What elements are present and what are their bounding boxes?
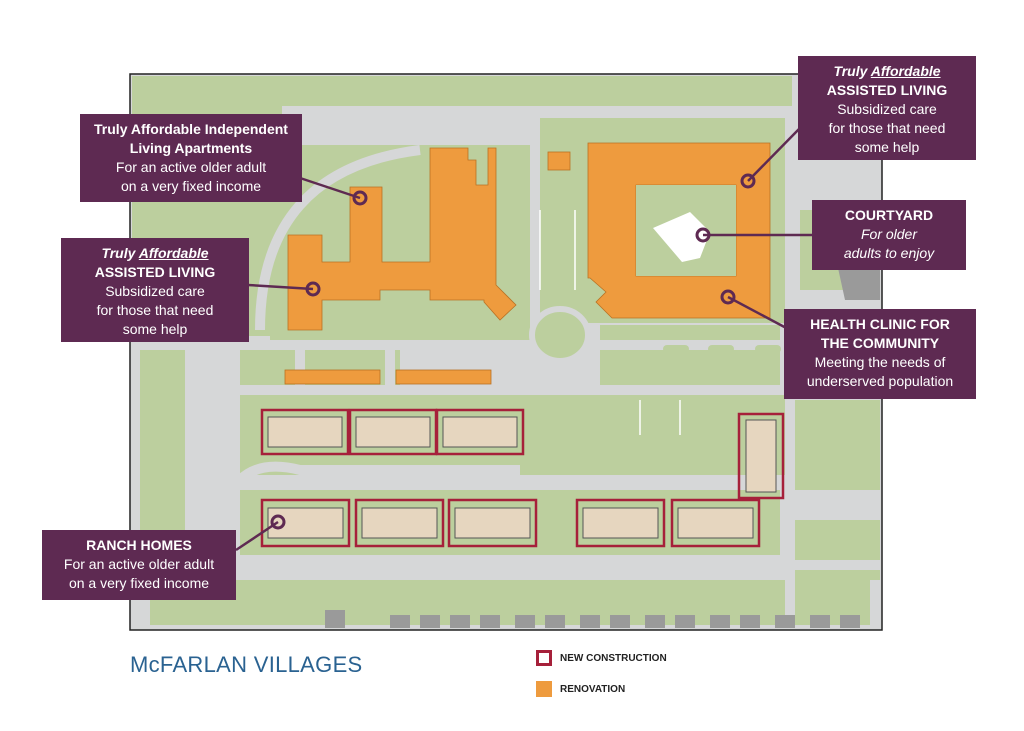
ranch-home [670, 498, 761, 548]
legend-new-construction-swatch [536, 650, 552, 666]
legend-renovation: RENOVATION [536, 681, 625, 697]
ranch-home [435, 408, 525, 456]
callout-clinic-line2: underserved population [806, 373, 954, 389]
callout-ranch-homes: RANCH HOMES For an active older adult on… [42, 530, 236, 600]
ranch-home [575, 498, 666, 548]
callout-assisted-left-prefix: Truly [101, 245, 136, 261]
callout-markers [270, 173, 756, 530]
callout-assisted-left-emph: Affordable [138, 245, 209, 261]
ranch-home [260, 498, 351, 548]
ranch-home [260, 408, 350, 456]
callout-health-clinic: HEALTH CLINIC FOR THE COMMUNITY Meeting … [784, 309, 976, 399]
ranch-home [354, 498, 445, 548]
callout-ranch-title: RANCH HOMES [86, 537, 192, 553]
courtyard-plaza [653, 212, 710, 262]
callout-assisted-right-title: ASSISTED LIVING [826, 82, 948, 98]
parking-areas [539, 210, 681, 440]
callout-assisted-living-left: Truly Affordable ASSISTED LIVING Subsidi… [61, 238, 249, 342]
ranch-homes [260, 408, 785, 548]
legend-renovation-swatch [536, 681, 552, 697]
roundabout [529, 306, 591, 364]
callout-assisted-right-tagline: Truly Affordable [806, 62, 968, 81]
callout-clinic-title1: HEALTH CLINIC FOR [810, 316, 950, 332]
callout-courtyard-line1: For older [860, 226, 918, 242]
site-title: McFARLAN VILLAGES [130, 652, 363, 677]
callout-assisted-right-line3: some help [854, 139, 920, 155]
callout-independent-title: Truly Affordable Independent Living Apar… [94, 121, 288, 156]
ranch-home [737, 412, 785, 500]
callout-assisted-left-title: ASSISTED LIVING [94, 264, 216, 280]
renovation-building-left [284, 147, 517, 385]
ranch-home [348, 408, 438, 456]
renovation-building-right [547, 142, 771, 319]
callout-clinic-title2: THE COMMUNITY [820, 335, 940, 351]
callout-assisted-right-prefix: Truly [833, 63, 868, 79]
callout-assisted-left-line3: some help [122, 321, 188, 337]
callout-assisted-right-line2: for those that need [828, 120, 946, 136]
legend-renovation-label: RENOVATION [560, 683, 626, 695]
callout-assisted-left-tagline: Truly Affordable [69, 244, 241, 263]
callout-ranch-line1: For an active older adult [63, 556, 215, 572]
callout-clinic-line1: Meeting the needs of [814, 354, 946, 370]
callout-courtyard-title: COURTYARD [844, 207, 934, 223]
callout-independent-living: Truly Affordable Independent Living Apar… [80, 114, 302, 202]
callout-ranch-line2: on a very fixed income [68, 575, 210, 591]
callout-assisted-right-emph: Affordable [870, 63, 941, 79]
callout-assisted-right-line1: Subsidized care [837, 101, 937, 117]
callout-independent-line1: For an active older adult [115, 159, 267, 175]
callout-courtyard-line2: adults to enjoy [843, 245, 935, 261]
legend-new-construction-label: NEW CONSTRUCTION [560, 652, 667, 664]
callout-courtyard: COURTYARD For older adults to enjoy [812, 200, 966, 270]
parking-islands [625, 345, 781, 443]
callout-leaders [235, 127, 812, 552]
callout-assisted-living-right: Truly Affordable ASSISTED LIVING Subsidi… [798, 56, 976, 160]
legend-new-construction: NEW CONSTRUCTION [536, 650, 667, 666]
callout-assisted-left-line1: Subsidized care [105, 283, 205, 299]
callout-assisted-left-line2: for those that need [96, 302, 214, 318]
ranch-home [447, 498, 538, 548]
callout-independent-line2: on a very fixed income [120, 178, 262, 194]
